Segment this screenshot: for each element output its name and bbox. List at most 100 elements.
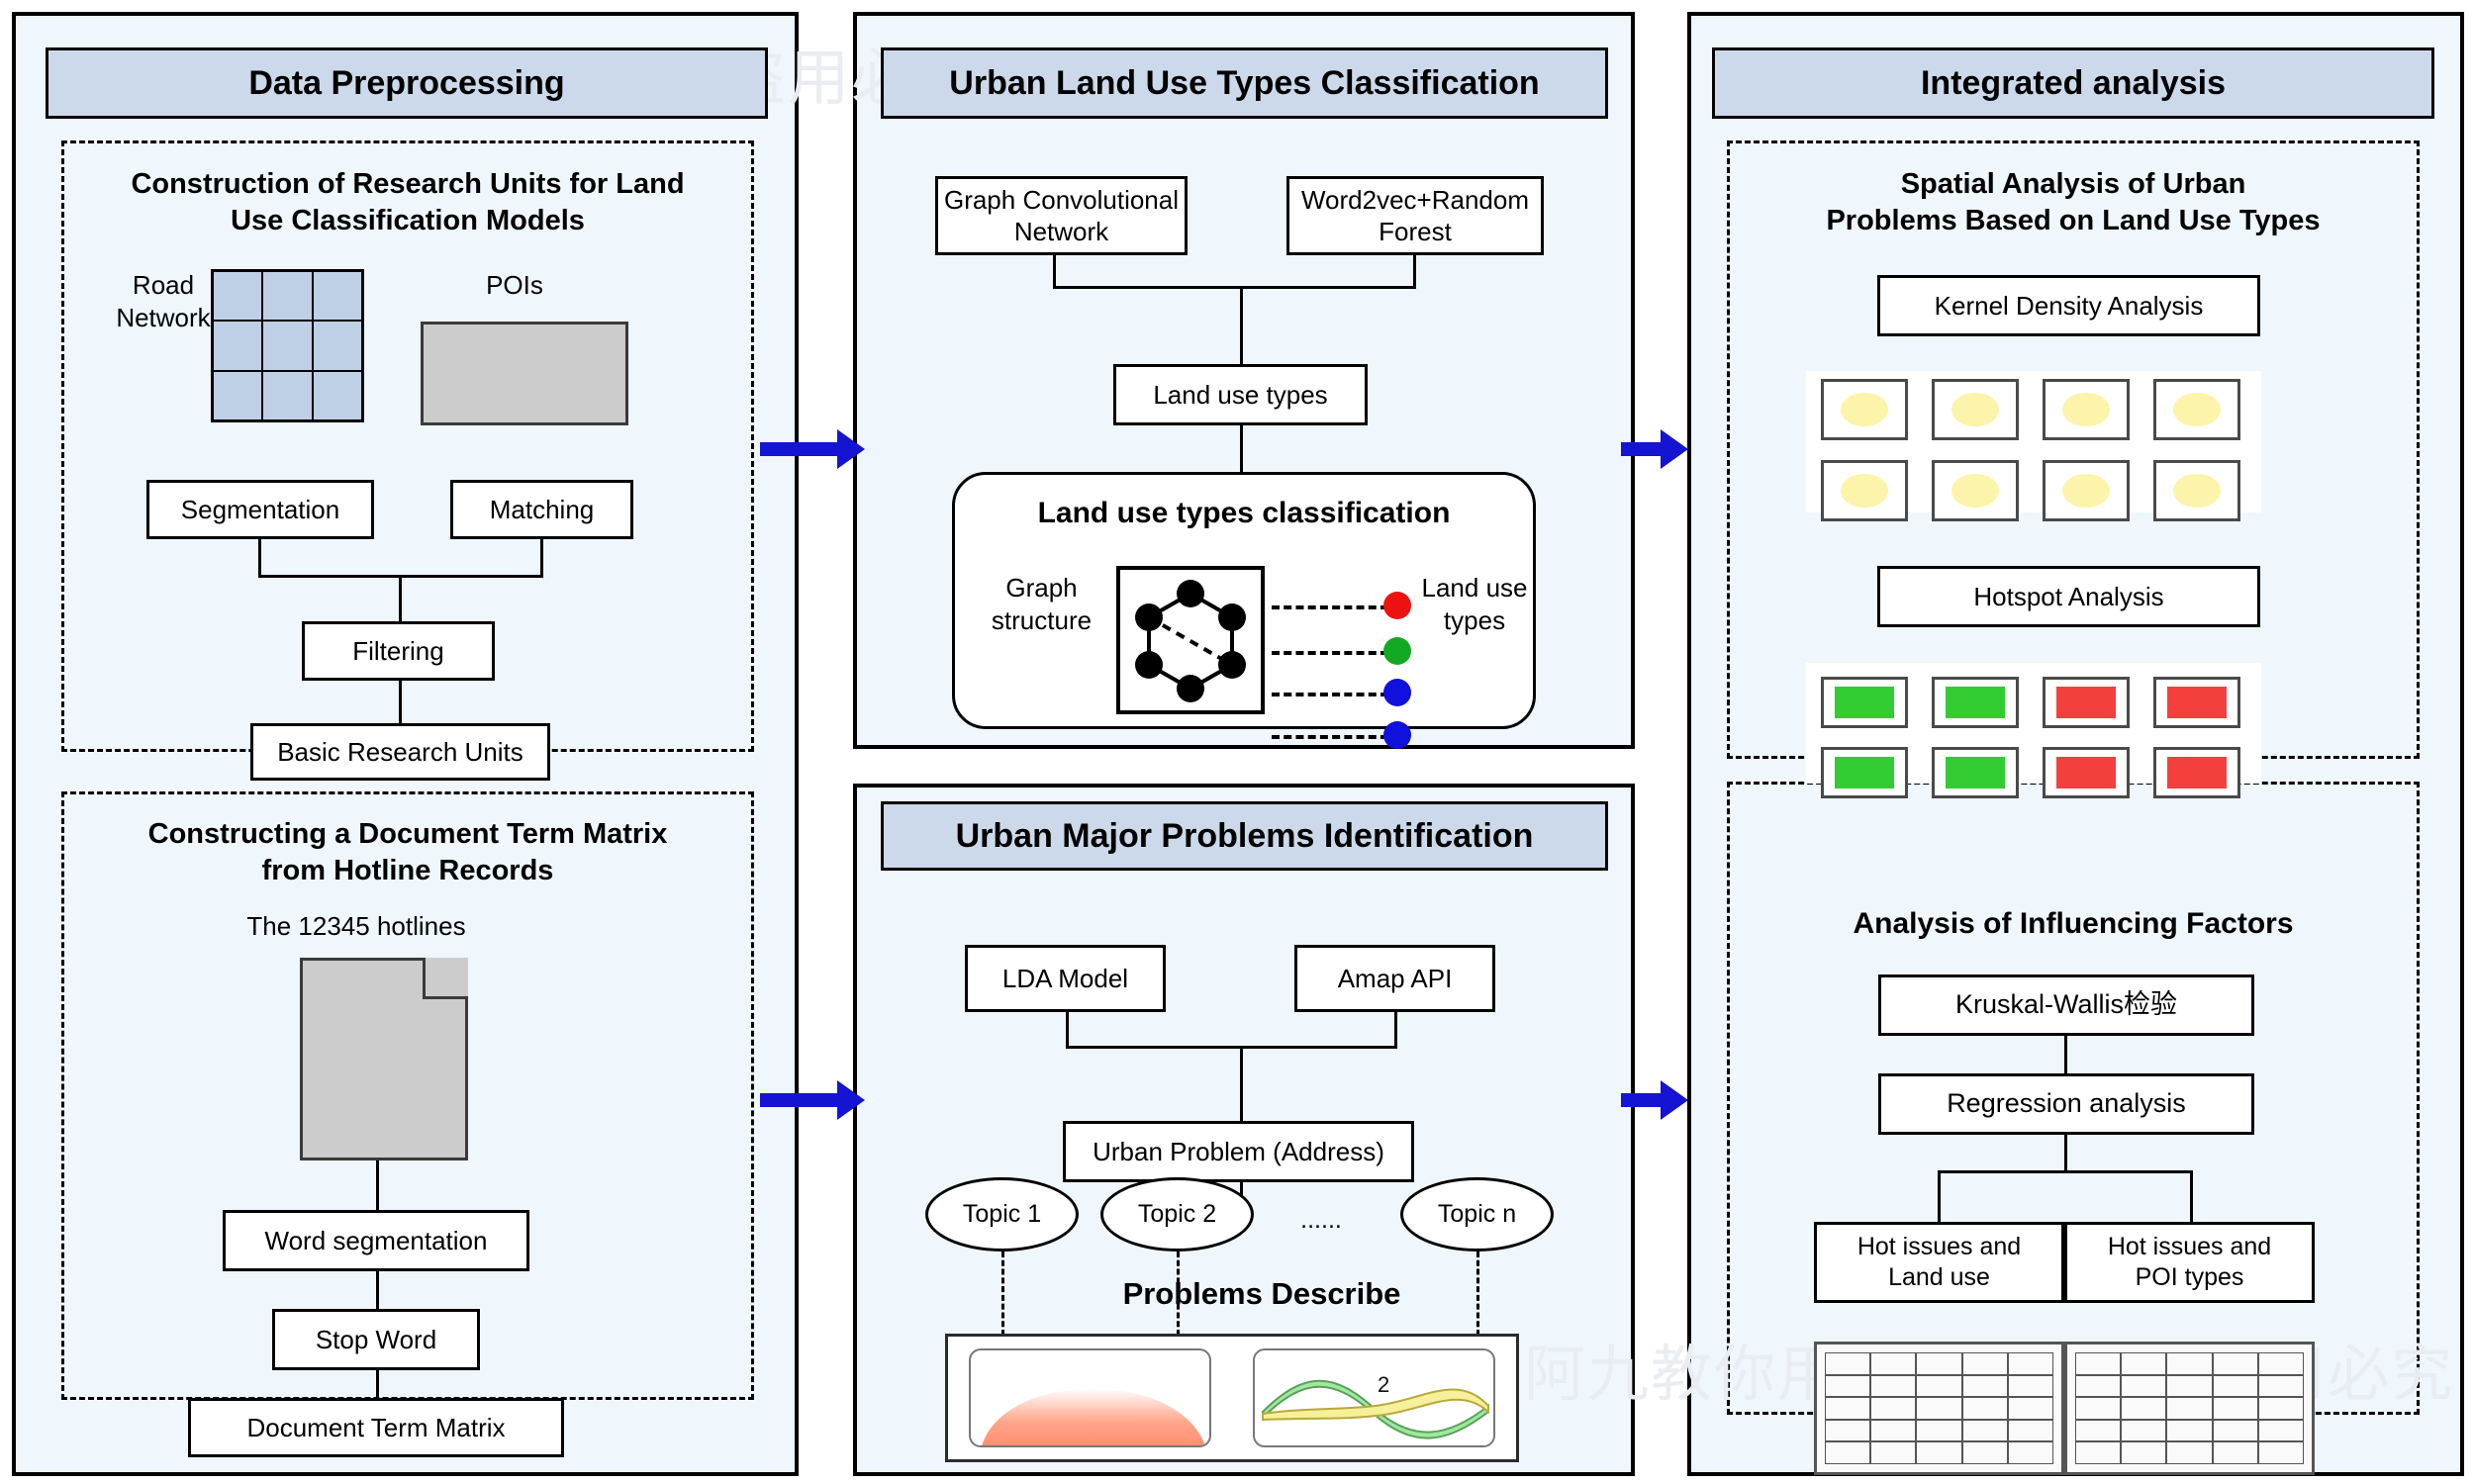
box-word2vec-random-forest[interactable]: Word2vec+Random Forest — [1286, 176, 1544, 255]
connector-matching-down — [540, 539, 543, 577]
hot-land-line-2: Land use — [1888, 1263, 1990, 1291]
label-road-network: Road Network — [99, 269, 228, 333]
pois-icon — [421, 322, 628, 425]
panel-title-land-use-classification: Urban Land Use Types Classification — [881, 47, 1608, 119]
group-title-research-units: Construction of Research Units for Land … — [71, 166, 744, 239]
topic-ellipsis: ...... — [1300, 1206, 1342, 1234]
box-basic-research-units[interactable]: Basic Research Units — [250, 723, 550, 781]
box-kernel-density-analysis[interactable]: Kernel Density Analysis — [1877, 275, 2260, 336]
land-use-dot-green — [1383, 637, 1411, 665]
kde-tile-8 — [2153, 460, 2240, 521]
hot-poi-line-2: POI types — [2135, 1263, 2244, 1291]
hotspot-tile-8 — [2153, 747, 2240, 798]
box-segmentation[interactable]: Segmentation — [146, 480, 374, 539]
group-title-line-1: Construction of Research Units for Land — [131, 168, 685, 200]
subpanel-land-use-types-classification — [952, 472, 1536, 729]
table-land-use — [1814, 1342, 2064, 1475]
connector-segmentation-down — [258, 539, 261, 577]
kde-tile-1 — [1821, 379, 1908, 440]
box-stop-word[interactable]: Stop Word — [272, 1309, 480, 1370]
w2v-line-2: Forest — [1379, 217, 1452, 246]
dashed-link-1 — [1272, 605, 1388, 609]
dashed-link-3 — [1272, 693, 1388, 696]
group-title-spatial-analysis: Spatial Analysis of Urban Problems Based… — [1732, 166, 2415, 239]
connector-join-to-filtering — [399, 575, 402, 621]
table-poi-types — [2064, 1342, 2315, 1475]
arrow-preprocessing-to-problems — [760, 1080, 865, 1120]
connector-amap-down — [1394, 1012, 1397, 1048]
land-use-dot-blue-1 — [1383, 679, 1411, 706]
box-kruskal-wallis[interactable]: Kruskal-Wallis检验 — [1878, 974, 2254, 1036]
connector-w2v-down — [1413, 255, 1416, 288]
group-title-influencing-factors: Analysis of Influencing Factors — [1853, 907, 2294, 940]
box-hotspot-analysis[interactable]: Hotspot Analysis — [1877, 566, 2260, 627]
connector-lda-amap-join — [1066, 1046, 1397, 1049]
w2v-line-1: Word2vec+Random — [1300, 184, 1530, 215]
box-graph-convolutional-network[interactable]: Graph Convolutional Network — [935, 176, 1188, 255]
box-lda-model[interactable]: LDA Model — [965, 945, 1166, 1012]
thumbnail-wave-chart: 2 — [1253, 1348, 1495, 1447]
connector-stopword-to-dtm — [376, 1370, 379, 1398]
box-document-term-matrix[interactable]: Document Term Matrix — [188, 1398, 564, 1457]
graph-structure-icon — [1116, 566, 1265, 714]
dashed-topic1-down — [1001, 1252, 1004, 1336]
kde-tile-6 — [1932, 460, 2019, 521]
topic-1-oval[interactable]: Topic 1 — [925, 1177, 1079, 1252]
road-network-line-2: Network — [116, 302, 211, 332]
road-network-grid-icon — [211, 269, 364, 422]
hotspot-tile-2 — [1932, 677, 2019, 728]
hotspot-tile-4 — [2153, 677, 2240, 728]
topic-2-oval[interactable]: Topic 2 — [1100, 1177, 1254, 1252]
connector-join-to-landuse — [1240, 286, 1243, 364]
graph-structure-line-1: Graph — [1005, 573, 1078, 603]
wave-chart-label: 2 — [1378, 1372, 1389, 1397]
connector-regression-split — [1938, 1170, 2193, 1173]
connector-split-right — [2190, 1170, 2193, 1222]
dashed-link-4 — [1272, 735, 1388, 739]
road-network-line-1: Road — [132, 270, 195, 300]
hotspot-tile-6 — [1932, 747, 2019, 798]
connector-doc-to-wordseg — [376, 1160, 379, 1210]
panel-title-integrated-analysis: Integrated analysis — [1712, 47, 2434, 119]
box-hot-issues-land-use[interactable]: Hot issues and Land use — [1814, 1222, 2064, 1303]
dtm-title-line-1: Constructing a Document Term Matrix — [147, 818, 668, 850]
hotspot-tile-1 — [1821, 677, 1908, 728]
panel-title-data-preprocessing: Data Preprocessing — [46, 47, 768, 119]
box-regression-analysis[interactable]: Regression analysis — [1878, 1073, 2254, 1135]
box-filtering[interactable]: Filtering — [302, 621, 495, 681]
connector-join-to-urbanproblem — [1240, 1046, 1243, 1121]
hotspot-tile-5 — [1821, 747, 1908, 798]
land-use-types-line-1: Land use — [1421, 573, 1528, 603]
hot-land-line-1: Hot issues and — [1856, 1232, 2022, 1260]
kde-tile-7 — [2043, 460, 2130, 521]
thumbnail-density-dome — [969, 1348, 1211, 1447]
kde-tile-3 — [2043, 379, 2130, 440]
connector-landuse-to-subpanel — [1240, 425, 1243, 472]
document-icon — [300, 958, 468, 1160]
hotspot-tile-7 — [2043, 747, 2130, 798]
dashed-topicn-down — [1476, 1252, 1479, 1336]
box-urban-problem-address[interactable]: Urban Problem (Address) — [1063, 1121, 1414, 1182]
connector-filtering-to-units — [399, 681, 402, 723]
arrow-problems-to-integrated — [1621, 1080, 1688, 1120]
problems-describe-title: Problems Describe — [1122, 1276, 1401, 1311]
box-land-use-types[interactable]: Land use types — [1113, 364, 1368, 425]
land-use-types-line-2: types — [1443, 604, 1506, 635]
dashed-link-2 — [1272, 651, 1388, 655]
topic-n-oval[interactable]: Topic n — [1400, 1177, 1554, 1252]
arrow-preprocessing-to-classification — [760, 429, 865, 469]
connector-lda-down — [1066, 1012, 1069, 1048]
label-graph-structure: Graph structure — [975, 572, 1108, 636]
hotspot-tile-3 — [2043, 677, 2130, 728]
panel-title-urban-problems: Urban Major Problems Identification — [881, 801, 1608, 871]
box-amap-api[interactable]: Amap API — [1294, 945, 1495, 1012]
box-hot-issues-poi-types[interactable]: Hot issues and POI types — [2064, 1222, 2315, 1303]
box-word-segmentation[interactable]: Word segmentation — [223, 1210, 529, 1271]
graph-structure-line-2: structure — [991, 604, 1093, 635]
land-use-dot-blue-2 — [1383, 721, 1411, 749]
connector-split-left — [1938, 1170, 1941, 1222]
gcn-line-2: Network — [1013, 217, 1109, 246]
box-matching[interactable]: Matching — [450, 480, 633, 539]
connector-regression-down — [2064, 1135, 2067, 1172]
